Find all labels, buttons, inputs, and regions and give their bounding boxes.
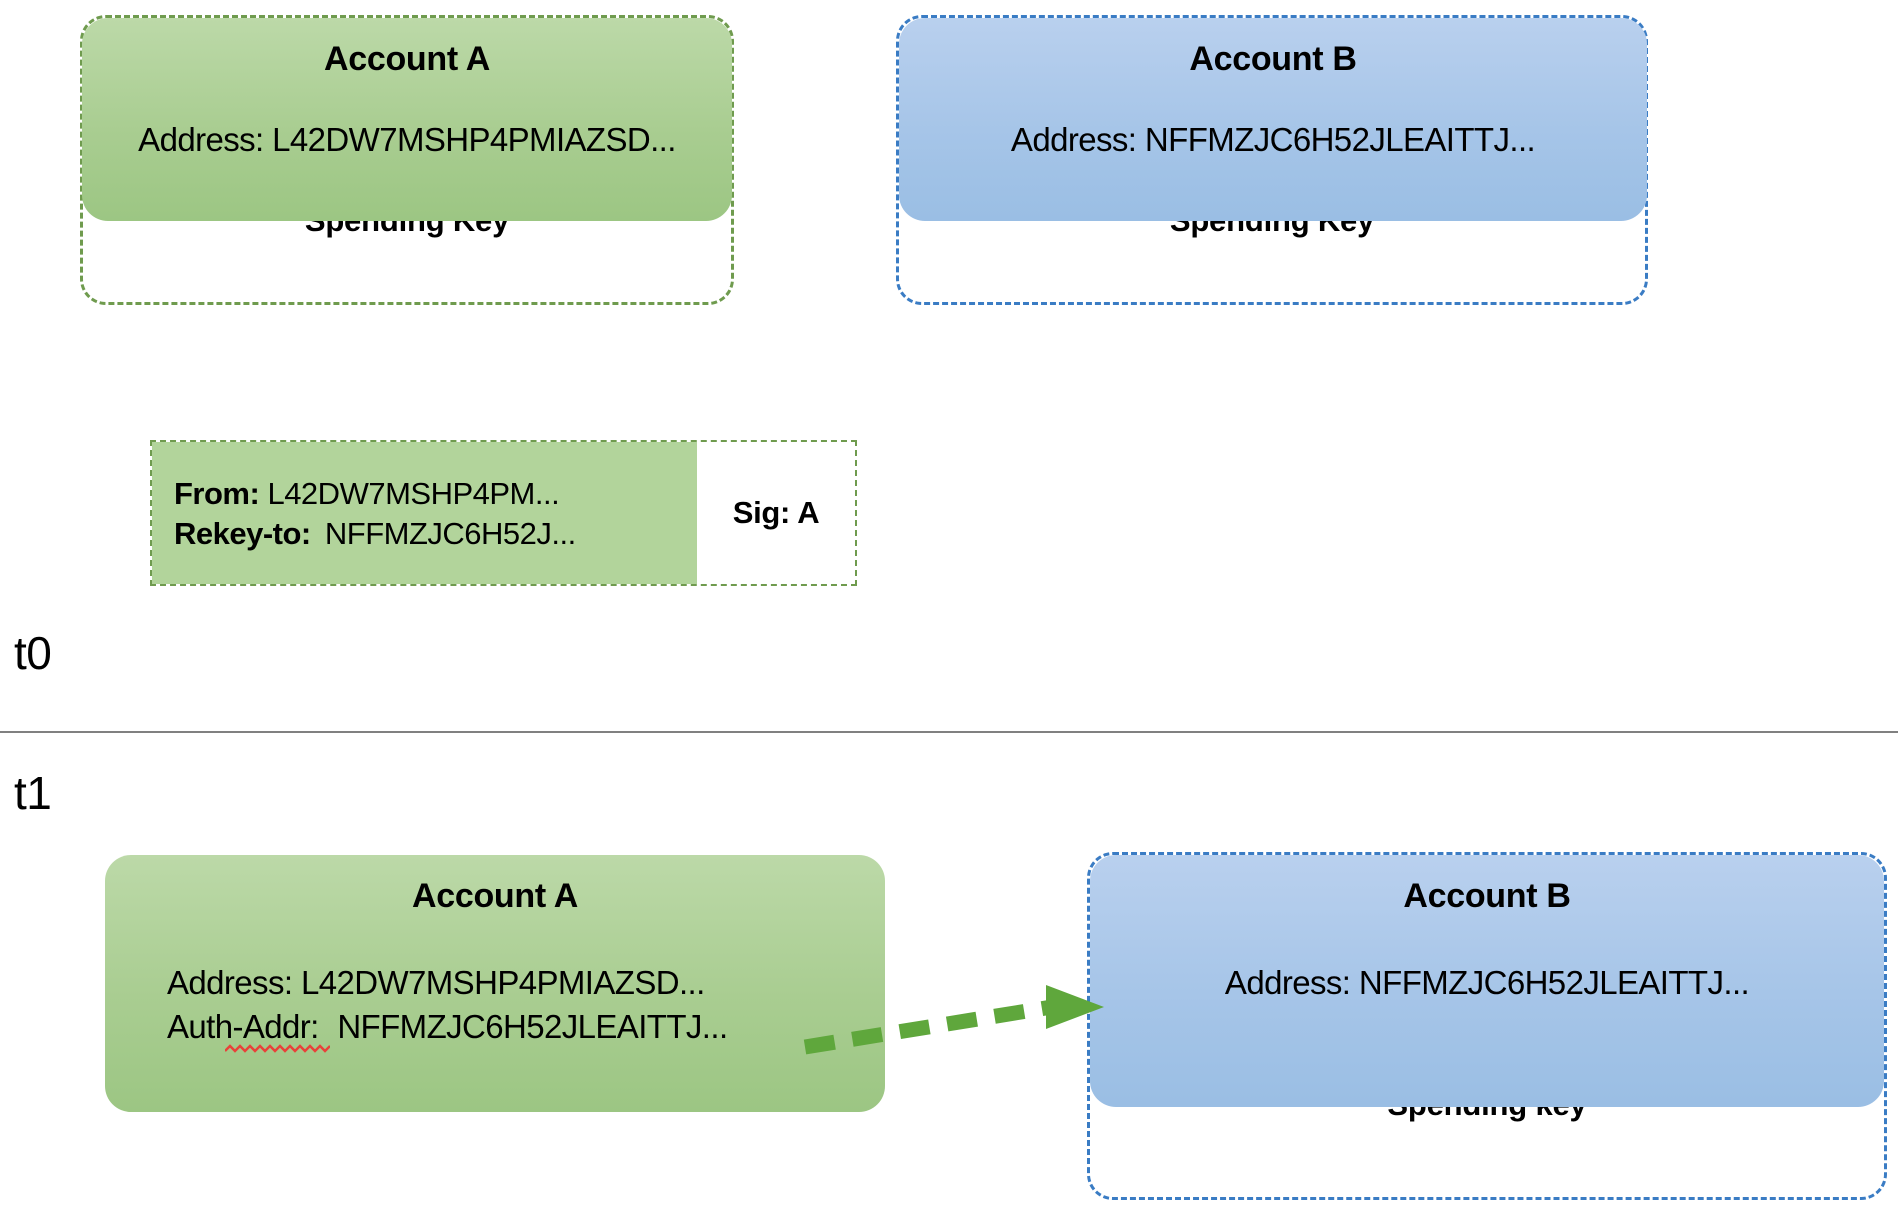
t1-account-a-title: Account A	[411, 877, 579, 915]
t0-account-b-card: Account B Address: NFFMZJC6H52JLEAITTJ..…	[899, 18, 1647, 221]
t0-transaction-signature: Sig: A	[697, 442, 855, 584]
t1-account-a-auth-addr-value: NFFMZJC6H52JLEAITTJ...	[337, 1008, 728, 1045]
t1-account-a-auth-addr-row: Auth-Addr: NFFMZJC6H52JLEAITTJ...	[105, 1008, 885, 1053]
t0-account-a-card: Account A Address: L42DW7MSHP4PMIAZSD...	[82, 18, 732, 221]
spellcheck-squiggle-icon	[225, 1044, 330, 1053]
t0-transaction-from-key: From:	[174, 476, 260, 512]
t1-account-a-auth-addr-key-wrap: Auth-Addr:	[167, 1008, 330, 1053]
timeline-divider	[0, 731, 1898, 733]
t1-account-a-address: Address: L42DW7MSHP4PMIAZSD...	[167, 964, 705, 1001]
t1-account-a-card: Account A Address: L42DW7MSHP4PMIAZSD...…	[105, 855, 885, 1112]
t1-account-a-auth-addr-key: Auth-Addr:	[167, 1008, 319, 1045]
t1-account-b-address: Address: NFFMZJC6H52JLEAITTJ...	[1224, 964, 1750, 1001]
t0-transaction-from-value: L42DW7MSHP4PM...	[267, 476, 560, 512]
t0-account-a-address: Address: L42DW7MSHP4PMIAZSD...	[138, 121, 676, 158]
t1-account-b-card: Account B Address: NFFMZJC6H52JLEAITTJ..…	[1090, 855, 1884, 1107]
t0-transaction-rekey-row: Rekey-to: NFFMZJC6H52J...	[174, 515, 681, 553]
t1-account-b-title: Account B	[1403, 877, 1571, 915]
t0-transaction-rekey-value: NFFMZJC6H52J...	[324, 516, 576, 551]
time-label-t0: t0	[14, 627, 52, 679]
t0-transaction-fields: From: L42DW7MSHP4PM... Rekey-to: NFFMZJC…	[152, 442, 697, 584]
t0-account-b-title: Account B	[1189, 40, 1357, 78]
t0-account-a-title: Account A	[323, 40, 491, 78]
t0-rekey-transaction: From: L42DW7MSHP4PM... Rekey-to: NFFMZJC…	[150, 440, 857, 586]
time-label-t1: t1	[14, 767, 52, 819]
t0-transaction-from-row: From: L42DW7MSHP4PM...	[174, 475, 681, 513]
t0-transaction-rekey-key: Rekey-to:	[174, 516, 311, 551]
t0-account-b-address: Address: NFFMZJC6H52JLEAITTJ...	[1010, 121, 1536, 158]
